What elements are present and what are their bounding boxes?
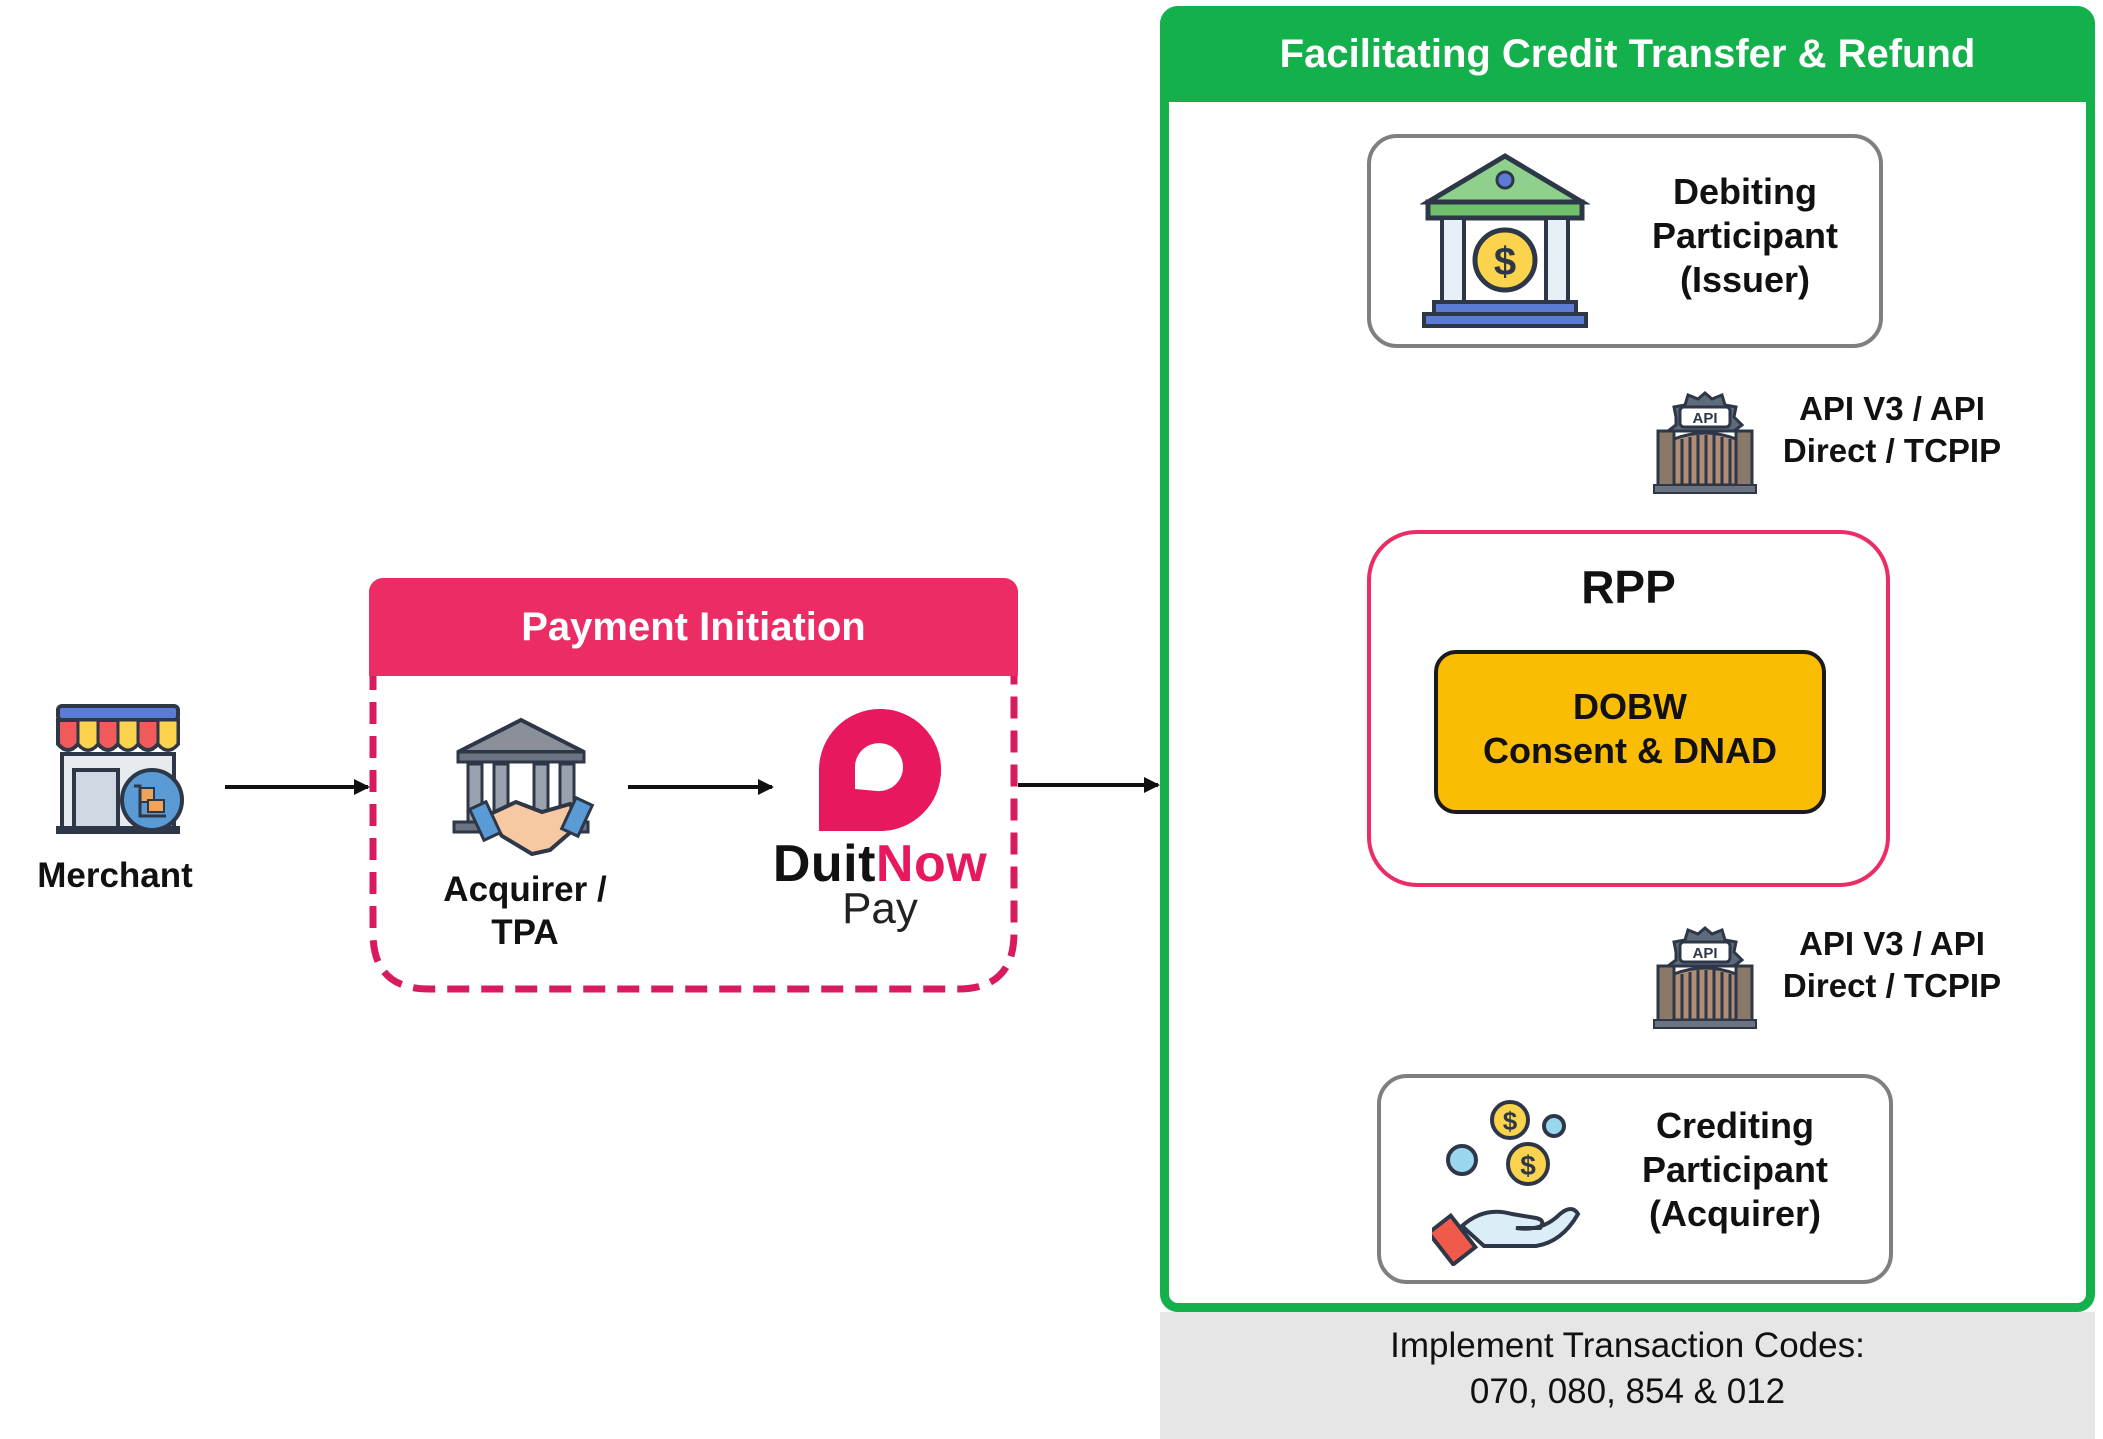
duitnow-pay-text: Pay xyxy=(842,884,918,933)
acquirer-label: Acquirer / TPA xyxy=(400,868,650,954)
bank-handshake-icon xyxy=(452,717,595,857)
debiting-label-line3: (Issuer) xyxy=(1679,259,1811,300)
crediting-label-line2: Participant xyxy=(1641,1149,1829,1190)
crediting-label-line1: Crediting xyxy=(1656,1105,1814,1146)
api-bottom-line1: API V3 / API xyxy=(1799,925,1985,962)
merchant-label: Merchant xyxy=(37,856,193,895)
acquirer-label-line1: Acquirer / xyxy=(443,870,607,909)
crediting-label-line3: (Acquirer) xyxy=(1648,1193,1822,1234)
payment-initiation-panel xyxy=(369,668,1018,993)
debiting-label-line2: Participant xyxy=(1651,215,1839,256)
api-gateway-icon: API xyxy=(1653,391,1757,494)
duitnow-logo-icon xyxy=(819,709,941,831)
svg-text:$: $ xyxy=(1503,1106,1518,1136)
duitnow-word-a: Duit xyxy=(772,835,876,893)
dobw-line1: DOBW xyxy=(1573,686,1687,727)
footer-line2: 070, 080, 854 & 012 xyxy=(1469,1372,1786,1411)
transaction-codes-footer xyxy=(1160,1312,2095,1439)
bank-dollar-icon: $ xyxy=(1420,153,1590,328)
payment-initiation-header: Payment Initiation xyxy=(369,578,1018,676)
rpp-title: RPP xyxy=(1581,561,1676,613)
api-gateway-icon: API xyxy=(1653,926,1757,1029)
debiting-label-line1: Debiting xyxy=(1673,171,1817,212)
api-bottom-line2: Direct / TCPIP xyxy=(1782,967,2002,1004)
dobw-line2: Consent & DNAD xyxy=(1483,730,1777,771)
duitnow-wordmark: DuitNow xyxy=(765,836,995,892)
api-top-line2: Direct / TCPIP xyxy=(1782,432,2002,469)
api-top-line1: API V3 / API xyxy=(1799,390,1985,427)
hand-coins-icon: $ $ xyxy=(1432,1100,1581,1266)
store-icon xyxy=(56,704,184,834)
footer-line1: Implement Transaction Codes: xyxy=(1390,1326,1865,1365)
svg-text:API: API xyxy=(1692,945,1717,962)
svg-text:$: $ xyxy=(1494,240,1516,284)
acquirer-label-line2: TPA xyxy=(491,913,559,952)
svg-text:$: $ xyxy=(1520,1150,1536,1181)
facilitating-header: Facilitating Credit Transfer & Refund xyxy=(1160,6,2095,102)
duitnow-word-b: Now xyxy=(875,835,988,893)
dobw-box xyxy=(1434,650,1826,814)
svg-text:API: API xyxy=(1692,410,1717,427)
